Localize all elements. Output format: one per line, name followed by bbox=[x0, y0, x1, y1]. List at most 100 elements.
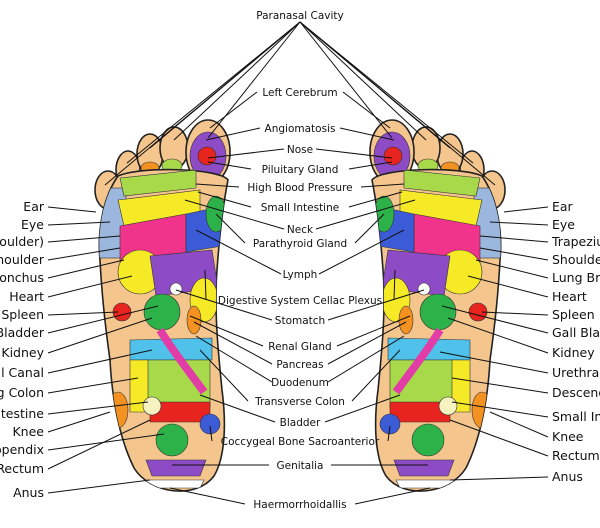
leader-line bbox=[387, 425, 391, 442]
leader-line bbox=[126, 21, 301, 164]
left-label: Small Intestine bbox=[0, 406, 44, 421]
left-label: Ascending Colon bbox=[0, 385, 44, 400]
right-label: Small Intestine bbox=[552, 409, 600, 424]
leader-line bbox=[489, 221, 549, 226]
left-kidney-zone bbox=[143, 293, 181, 331]
leader-line bbox=[479, 235, 549, 243]
right-label: Descending bbox=[552, 385, 600, 400]
center-label: Piluitary Gland bbox=[262, 164, 339, 176]
leader-line bbox=[209, 425, 213, 442]
left-urethral-zone bbox=[156, 327, 208, 395]
leader-line bbox=[441, 305, 549, 334]
leader-line bbox=[299, 21, 451, 149]
leader-line bbox=[47, 311, 119, 316]
leader-line bbox=[195, 229, 282, 275]
center-label: Transverse Colon bbox=[254, 396, 345, 408]
center-label: High Blood Pressure bbox=[247, 182, 352, 194]
center-label: Digestive System Cellac Plexus bbox=[218, 295, 382, 307]
leader-line bbox=[503, 206, 549, 213]
feet-illustration bbox=[94, 119, 506, 492]
left-anus-zone bbox=[145, 479, 205, 489]
right-urethral-zone bbox=[392, 327, 444, 395]
leader-line bbox=[173, 21, 301, 141]
leader-line bbox=[215, 213, 246, 244]
left-small-intestine-dot bbox=[142, 396, 162, 416]
leader-line bbox=[47, 259, 125, 279]
right-label: Knee bbox=[552, 429, 584, 444]
center-label: Duodenum bbox=[271, 377, 329, 389]
leader-line bbox=[318, 229, 405, 275]
leader-line bbox=[207, 21, 301, 139]
right-label: Kidney bbox=[552, 345, 595, 360]
right-genitalia-zone bbox=[393, 459, 455, 477]
leader-line bbox=[199, 349, 249, 402]
center-label: Neck bbox=[287, 224, 314, 236]
leader-line bbox=[481, 311, 549, 316]
right-label: Eye bbox=[552, 217, 575, 232]
leader-line bbox=[195, 183, 240, 188]
center-label: Stomatch bbox=[275, 315, 325, 327]
center-label: Paranasal Cavity bbox=[256, 10, 344, 22]
leader-lines bbox=[47, 21, 549, 505]
leader-line bbox=[351, 349, 401, 402]
center-label: Renal Gland bbox=[268, 341, 331, 353]
right-label: Heart bbox=[552, 289, 587, 304]
leader-line bbox=[47, 377, 139, 394]
right-label: Gall Bladder bbox=[552, 325, 600, 340]
right-label: Lung Bronchus bbox=[552, 270, 600, 285]
leader-line bbox=[47, 317, 153, 354]
leader-line bbox=[207, 148, 285, 159]
left-appendix-zone bbox=[155, 423, 189, 457]
leader-line bbox=[489, 411, 549, 438]
center-label: Angiomatosis bbox=[265, 123, 336, 135]
leader-line bbox=[451, 401, 549, 418]
leader-line bbox=[327, 289, 425, 321]
left-coccyx-zone bbox=[199, 413, 221, 435]
leader-line bbox=[327, 321, 407, 365]
leader-line bbox=[327, 335, 405, 383]
left-label: Shoulder bbox=[0, 252, 45, 267]
leader-line bbox=[315, 148, 393, 159]
center-label: Pancreas bbox=[276, 359, 323, 371]
leader-line bbox=[299, 21, 427, 141]
center-label: Genitalia bbox=[277, 460, 324, 472]
leader-line bbox=[342, 91, 391, 129]
leader-line bbox=[324, 394, 401, 423]
center-label: Bladder bbox=[280, 417, 321, 429]
leader-line bbox=[47, 419, 151, 470]
leader-line bbox=[209, 91, 258, 129]
left-foot bbox=[94, 119, 231, 492]
left-label: Spleen bbox=[1, 307, 44, 322]
right-label: Anus bbox=[552, 469, 583, 484]
leader-line bbox=[467, 275, 549, 298]
left-label: Kidney bbox=[1, 345, 44, 360]
leader-line bbox=[360, 183, 405, 188]
right-label: Ear bbox=[552, 199, 574, 214]
leader-line bbox=[451, 377, 549, 394]
leader-line bbox=[449, 419, 549, 457]
leader-line bbox=[339, 127, 395, 141]
right-label: Spleen bbox=[552, 307, 595, 322]
left-label: Anus bbox=[13, 485, 44, 500]
right-label: Urethral bbox=[552, 365, 600, 380]
leader-line bbox=[354, 213, 385, 244]
right-label: Shoulder bbox=[552, 252, 600, 267]
leader-line bbox=[393, 269, 396, 301]
leader-line bbox=[204, 269, 207, 301]
left-label: Anal Canal bbox=[0, 365, 44, 380]
leader-line bbox=[47, 411, 111, 433]
leader-line bbox=[47, 206, 97, 213]
leader-line bbox=[47, 349, 153, 374]
leader-line bbox=[348, 161, 393, 170]
leader-line bbox=[299, 21, 393, 139]
right-small-intestine-dot bbox=[438, 396, 458, 416]
leader-line bbox=[47, 235, 121, 243]
right-coccyx-zone bbox=[379, 413, 401, 435]
leader-line bbox=[348, 191, 403, 208]
right-label: Trapezius bbox=[551, 234, 600, 249]
left-label: Rectum bbox=[0, 461, 44, 476]
left-label: Appendix bbox=[0, 442, 44, 457]
center-label: Coccygeal Bone Sacroanterior bbox=[221, 436, 380, 448]
leader-line bbox=[197, 191, 252, 208]
